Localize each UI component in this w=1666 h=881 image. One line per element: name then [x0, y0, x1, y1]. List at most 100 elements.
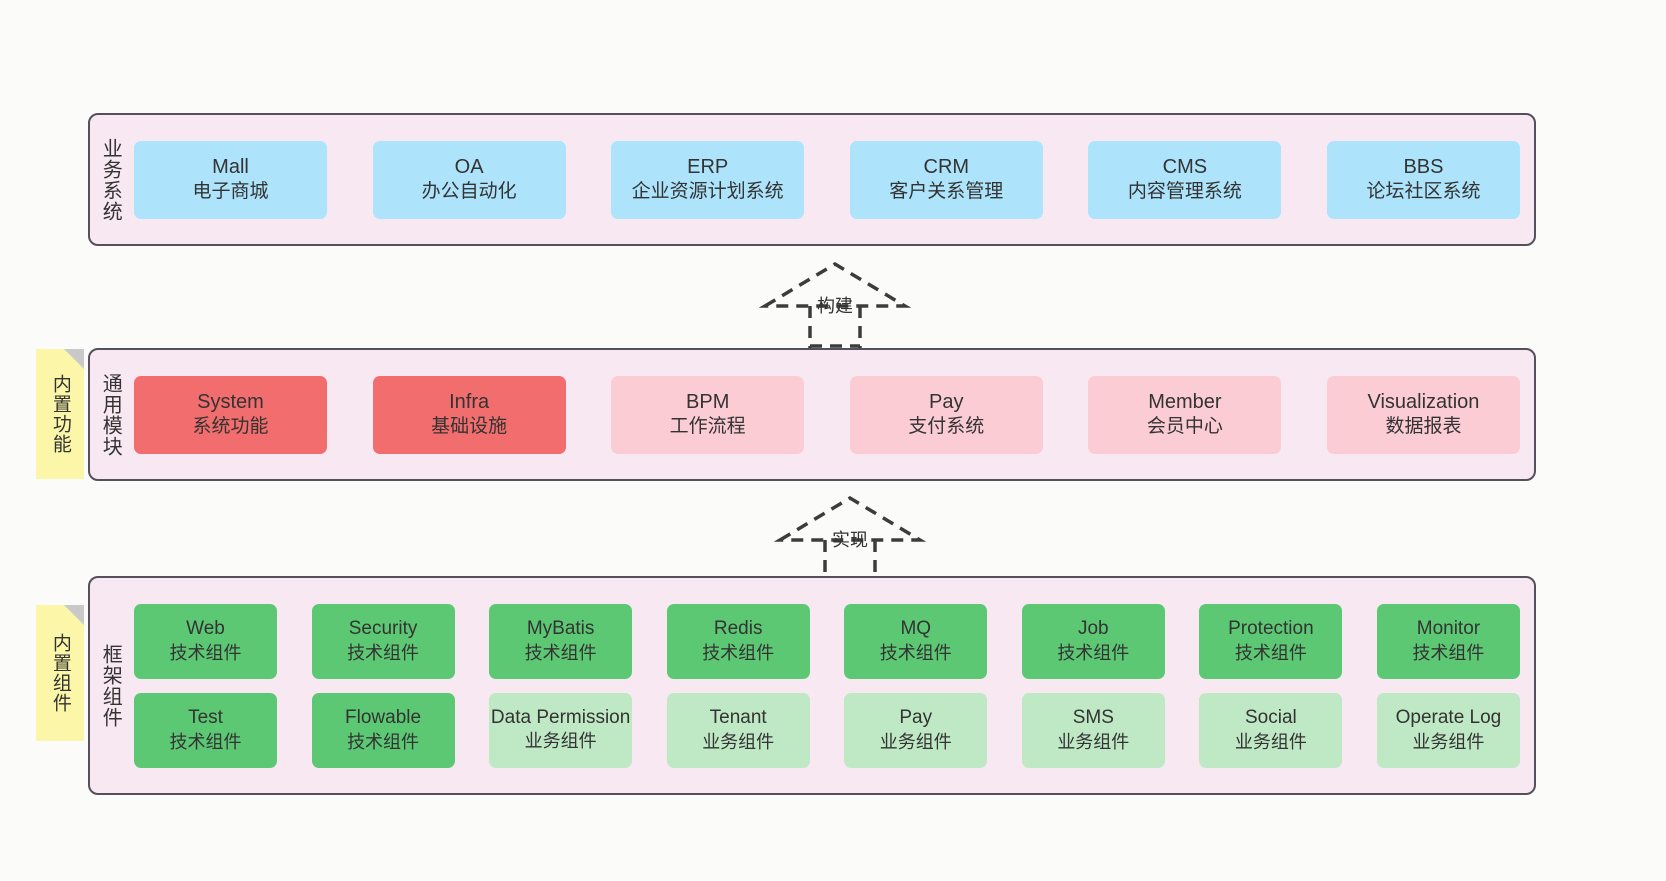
card-subtitle: 技术组件 [702, 642, 775, 663]
card-subtitle: 工作流程 [669, 416, 746, 438]
card-title: Social [1245, 707, 1297, 729]
card-title: SMS [1072, 707, 1114, 729]
card-test[interactable]: Test 技术组件 [134, 692, 277, 768]
card-subtitle: 数据报表 [1385, 416, 1462, 438]
card-system[interactable]: System 系统功能 [134, 375, 327, 454]
card-title: Web [186, 618, 225, 640]
card-subtitle: 技术组件 [347, 731, 420, 752]
connector-build-glyph [758, 261, 912, 348]
card-redis[interactable]: Redis 技术组件 [666, 603, 810, 679]
layer-body-common: System 系统功能 Infra 基础设施 BPM 工作流程 Pay 支付系统… [130, 350, 1534, 479]
card-title: Pay [929, 390, 964, 413]
card-title: Visualization [1367, 390, 1480, 413]
sticky-note-builtin-components: 内置组件 [36, 605, 84, 741]
card-subtitle: 业务组件 [879, 731, 952, 752]
card-subtitle: 技术组件 [1234, 642, 1307, 663]
layer-framework-components: 框架组件 Web 技术组件 Security 技术组件 MyBatis 技术组件… [88, 576, 1536, 795]
connector-build-label: 构建 [817, 296, 853, 316]
card-title: Member [1148, 390, 1222, 413]
card-title: MQ [900, 618, 932, 640]
card-subtitle: 技术组件 [1057, 642, 1130, 663]
card-title: Job [1077, 618, 1109, 640]
common-card-row: System 系统功能 Infra 基础设施 BPM 工作流程 Pay 支付系统… [134, 375, 1520, 454]
connector-implement-label: 实现 [832, 530, 868, 550]
card-title: Protection [1228, 618, 1314, 640]
card-subtitle: 办公自动化 [421, 181, 517, 203]
card-subtitle: 电子商城 [192, 181, 269, 203]
card-title: Data Permission [490, 707, 631, 729]
card-subtitle: 技术组件 [1412, 642, 1485, 663]
card-title: Monitor [1416, 618, 1481, 640]
card-security[interactable]: Security 技术组件 [311, 603, 455, 679]
card-mybatis[interactable]: MyBatis 技术组件 [489, 603, 633, 679]
sticky-fold-corner [64, 349, 84, 369]
card-member[interactable]: Member 会员中心 [1088, 375, 1282, 454]
sticky-note-label: 内置组件 [49, 633, 71, 713]
card-job[interactable]: Job 技术组件 [1021, 603, 1165, 679]
layer-title-business: 业务系统 [99, 137, 122, 222]
card-title: System [197, 390, 264, 413]
card-title: Redis [713, 618, 763, 640]
card-title: BBS [1403, 155, 1444, 178]
card-subtitle: 业务组件 [1234, 731, 1307, 752]
card-subtitle: 系统功能 [192, 416, 269, 438]
card-data-permission[interactable]: Data Permission 业务组件 [489, 692, 633, 768]
card-subtitle: 技术组件 [347, 642, 420, 663]
card-subtitle: 业务组件 [1412, 731, 1485, 752]
card-subtitle: 企业资源计划系统 [631, 181, 784, 203]
card-bbs[interactable]: BBS 论坛社区系统 [1326, 140, 1520, 219]
card-visualization[interactable]: Visualization 数据报表 [1326, 375, 1520, 454]
card-title: Test [188, 707, 223, 729]
card-subtitle: 技术组件 [169, 731, 242, 752]
card-subtitle: 客户关系管理 [889, 181, 1004, 203]
card-subtitle: 技术组件 [169, 642, 242, 663]
layer-common-modules: 通用模块 System 系统功能 Infra 基础设施 BPM 工作流程 Pay… [88, 348, 1536, 481]
card-subtitle: 技术组件 [524, 642, 597, 663]
framework-card-row-1: Web 技术组件 Security 技术组件 MyBatis 技术组件 Redi… [134, 603, 1520, 679]
sticky-note-builtin-features: 内置功能 [36, 349, 84, 479]
layer-title-framework: 框架组件 [99, 643, 122, 728]
card-title: Operate Log [1395, 707, 1502, 729]
card-erp[interactable]: ERP 企业资源计划系统 [611, 140, 805, 219]
card-mq[interactable]: MQ 技术组件 [844, 603, 988, 679]
card-mall[interactable]: Mall 电子商城 [134, 140, 327, 219]
sticky-fold-corner [64, 605, 84, 625]
card-title: CMS [1162, 155, 1208, 178]
card-title: ERP [687, 155, 729, 178]
card-title: Infra [449, 390, 490, 413]
card-infra[interactable]: Infra 基础设施 [372, 375, 566, 454]
card-subtitle: 技术组件 [879, 642, 952, 663]
card-subtitle: 支付系统 [908, 416, 985, 438]
card-subtitle: 内容管理系统 [1127, 181, 1242, 203]
card-title: Tenant [709, 707, 767, 729]
card-title: BPM [686, 390, 730, 413]
card-social[interactable]: Social 业务组件 [1199, 692, 1343, 768]
sticky-note-label: 内置功能 [49, 374, 71, 454]
layer-body-business: Mall 电子商城 OA 办公自动化 ERP 企业资源计划系统 CRM 客户关系… [130, 115, 1534, 244]
card-pay[interactable]: Pay 支付系统 [849, 375, 1043, 454]
layer-title-common: 通用模块 [99, 372, 122, 457]
card-subtitle: 基础设施 [431, 416, 508, 438]
card-operate-log[interactable]: Operate Log 业务组件 [1376, 692, 1520, 768]
card-subtitle: 业务组件 [702, 731, 775, 752]
card-protection[interactable]: Protection 技术组件 [1199, 603, 1343, 679]
card-pay-component[interactable]: Pay 业务组件 [844, 692, 988, 768]
card-bpm[interactable]: BPM 工作流程 [611, 375, 805, 454]
card-title: OA [454, 155, 484, 178]
card-sms[interactable]: SMS 业务组件 [1021, 692, 1165, 768]
card-tenant[interactable]: Tenant 业务组件 [666, 692, 810, 768]
card-cms[interactable]: CMS 内容管理系统 [1088, 140, 1282, 219]
card-subtitle: 会员中心 [1146, 416, 1223, 438]
business-card-row: Mall 电子商城 OA 办公自动化 ERP 企业资源计划系统 CRM 客户关系… [134, 140, 1520, 219]
card-flowable[interactable]: Flowable 技术组件 [311, 692, 455, 768]
card-title: Security [348, 618, 418, 640]
card-crm[interactable]: CRM 客户关系管理 [849, 140, 1043, 219]
connector-implement: 实现 [770, 492, 930, 582]
card-monitor[interactable]: Monitor 技术组件 [1376, 603, 1520, 679]
card-web[interactable]: Web 技术组件 [134, 603, 277, 679]
card-title: Flowable [345, 707, 422, 729]
card-subtitle: 论坛社区系统 [1366, 181, 1481, 203]
card-oa[interactable]: OA 办公自动化 [372, 140, 566, 219]
card-title: Pay [899, 707, 933, 729]
card-title: CRM [923, 155, 970, 178]
